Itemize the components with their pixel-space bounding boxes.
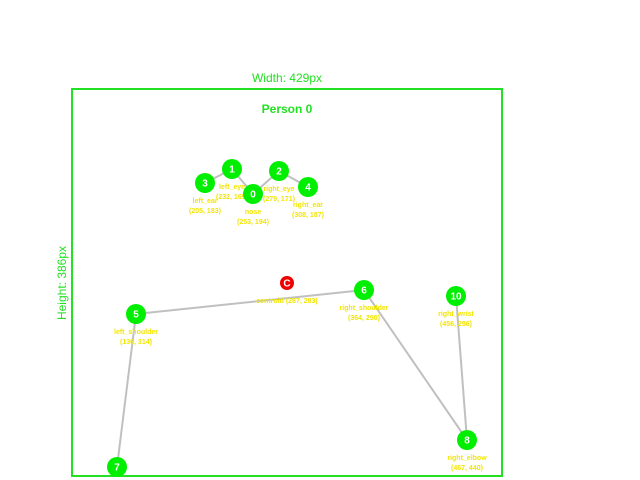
keypoint-dot-1 [222, 159, 242, 179]
keypoint-coords-8: (467, 440) [451, 465, 483, 472]
keypoint-id-0: 0 [250, 190, 256, 201]
keypoint-id-8: 8 [464, 436, 470, 447]
keypoint-id-6: 6 [361, 286, 367, 297]
keypoint-name-2: right_eye [263, 186, 294, 193]
keypoint-name-6: right_shoulder [339, 305, 388, 312]
keypoint-name-0: nose [245, 209, 261, 216]
person-label: Person 0 [262, 102, 313, 116]
keypoint-dot-0 [243, 184, 263, 204]
skeleton-line-6-8 [363, 289, 468, 441]
keypoint-name-4: right_ear [293, 202, 323, 209]
keypoint-labels: nose (253, 194) left_eye (232, 169) right_ey… [114, 184, 487, 472]
keypoint-coords-3: (205, 183) [189, 208, 221, 215]
keypoint-id-1: 1 [229, 165, 235, 176]
width-label: Width: 429px [252, 71, 322, 85]
skeleton-line-8-10 [455, 295, 468, 441]
keypoint-name-3: left_ear [193, 198, 218, 205]
keypoint-id-3: 3 [202, 179, 208, 190]
keypoint-dot-6 [354, 280, 374, 300]
keypoint-coords-1: (232, 169) [216, 194, 248, 201]
keypoint-dot-3 [195, 173, 215, 193]
height-label: Height: 386px [55, 246, 69, 320]
centroid-symbol: C [283, 279, 290, 290]
keypoint-dot-4 [298, 177, 318, 197]
keypoint-dot-8 [457, 430, 477, 450]
keypoint-name-5: left_shoulder [114, 329, 158, 336]
keypoint-dot-7 [107, 457, 127, 477]
keypoint-dot-10 [446, 286, 466, 306]
centroid-dot [280, 276, 294, 290]
keypoint-markers: 0 1 2 3 4 5 6 7 8 10 [107, 159, 477, 477]
keypoint-coords-4: (308, 187) [292, 212, 324, 219]
person-bounding-box [71, 88, 503, 477]
keypoint-id-5: 5 [133, 310, 139, 321]
keypoint-coords-5: (136, 314) [120, 339, 152, 346]
keypoint-dot-5 [126, 304, 146, 324]
keypoint-id-4: 4 [305, 183, 311, 194]
centroid-label: centroid (287, 283) [256, 298, 317, 305]
keypoint-name-8: right_elbow [447, 455, 487, 462]
keypoint-coords-2: (279, 171) [263, 196, 295, 203]
keypoint-name-10: right_wrist [438, 311, 474, 318]
keypoint-name-1: left_eye [219, 184, 245, 191]
keypoint-coords-0: (253, 194) [237, 219, 269, 226]
keypoint-id-10: 10 [450, 292, 462, 303]
skeleton-line-5-7 [116, 313, 137, 468]
keypoint-id-2: 2 [276, 167, 282, 178]
keypoint-id-7: 7 [114, 463, 120, 474]
keypoint-coords-6: (364, 290) [348, 315, 380, 322]
keypoint-coords-10: (456, 296) [440, 321, 472, 328]
skeleton-line-5-6 [135, 289, 365, 315]
keypoint-dot-2 [269, 161, 289, 181]
